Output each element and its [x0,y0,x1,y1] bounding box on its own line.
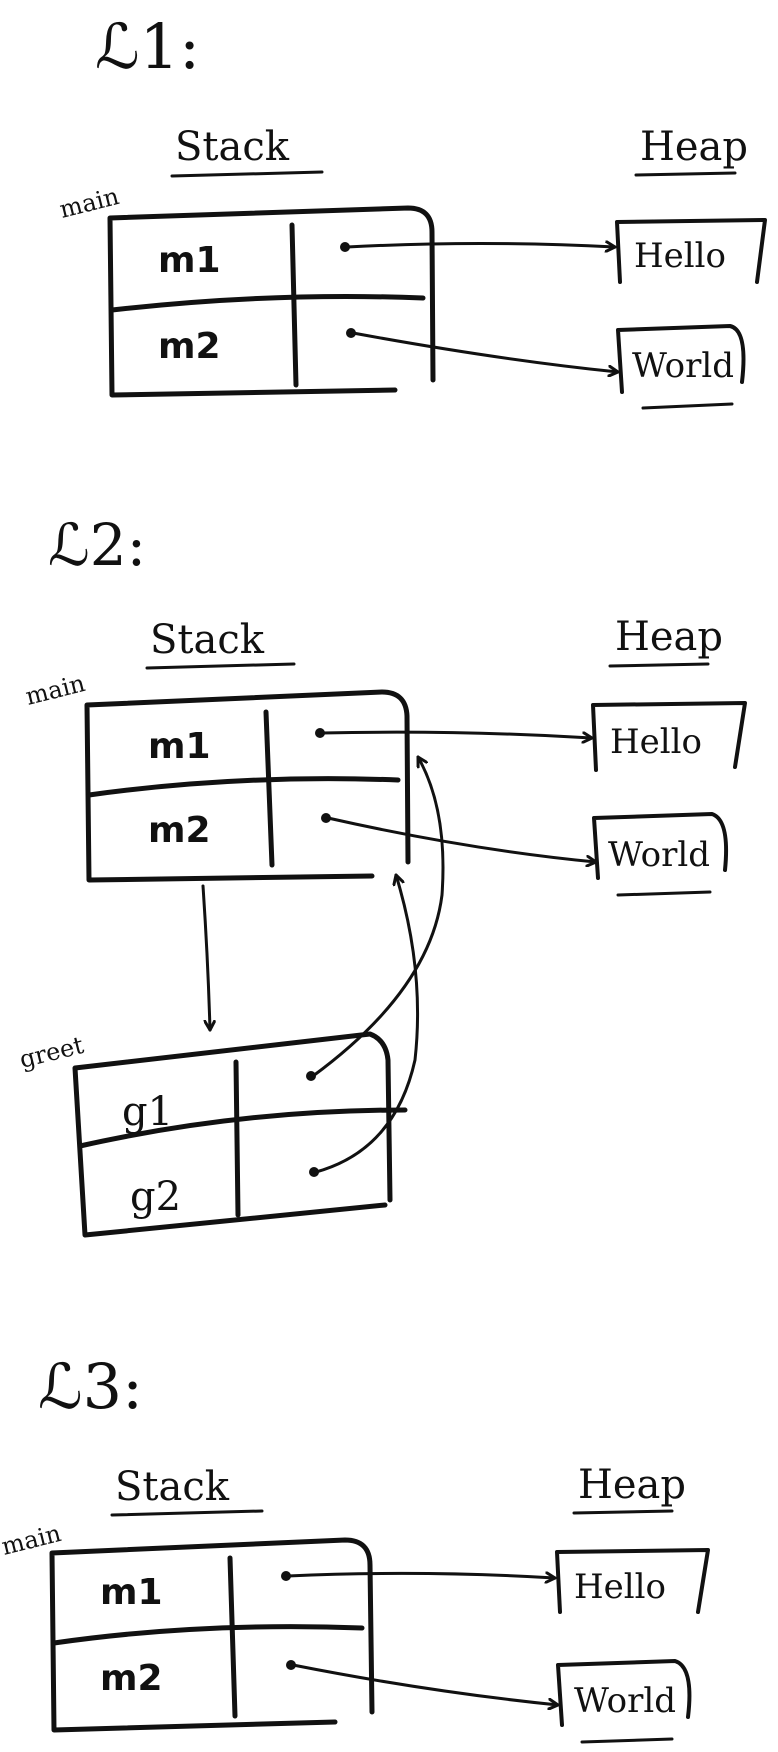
heap-object-box [591,701,747,772]
pointer-dot [315,728,325,738]
section-1-label: ℒ1: [95,10,200,83]
section-1-stack-underline [170,170,324,178]
pointer-arrow [326,816,598,862]
heap-object-hello: Hello [574,1567,666,1607]
section-2-label: ℒ2: [48,511,146,579]
alias-arrow [314,873,420,1174]
section-3-label: ℒ3: [38,1350,143,1423]
var-m2: m2 [158,326,221,367]
section-3: ℒ3: Stack Heap main m1 m2 Hello World [0,1350,710,1744]
section-2-greet-box [72,1031,393,1238]
section-2-heap-underline [608,662,710,668]
section-1-heap: Hello World [615,218,767,410]
section-2: ℒ2: Stack Heap main m1 m2 greet g1 g2 [17,511,747,1238]
section-2-stack-frame-main: m1 m2 [84,689,411,883]
var-g2: g2 [130,1174,181,1220]
heap-object-world: World [608,835,710,875]
section-2-col-divider [263,709,275,868]
heap-object-hello: Hello [634,236,726,276]
section-2-stack-title: Stack [150,617,265,663]
pointer-arrow [286,1573,557,1578]
var-m2: m2 [148,810,211,851]
pointer-dot [286,1660,296,1670]
section-2-heap: Hello World [591,701,747,897]
section-2-greet-col-divider [233,1059,241,1218]
section-1-row-divider [109,294,426,313]
section-3-heap-underline [572,1509,674,1515]
section-3-stack-title: Stack [115,1464,230,1510]
section-3-col-divider [227,1555,238,1719]
section-1-stack-frame-main: m1 m2 [107,205,436,398]
section-1-stack-title: Stack [175,124,290,170]
pointer-dot [346,328,356,338]
var-m1: m1 [148,726,211,767]
section-2-stack-underline [145,662,296,670]
pointer-dot [281,1571,291,1581]
alias-arrow [311,755,445,1078]
pointer-dot [306,1071,316,1081]
section-1-heap-underline [634,171,737,177]
section-1-col-divider [289,222,299,388]
pointer-dot [340,242,350,252]
section-3-heap-title: Heap [578,1462,686,1508]
var-m1: m1 [100,1572,163,1613]
section-2-frame-main-label: main [23,669,88,711]
pointer-arrow [320,730,594,738]
heap-object-box [592,812,729,880]
pointer-dot [321,813,331,823]
section-1: ℒ1: Stack Heap main m1 m2 Hello World [57,10,767,410]
pointer-arrow [351,331,620,372]
section-3-frame-box [49,1537,375,1733]
section-2-greet-row-divider [77,1107,408,1149]
pointer-arrow [345,244,617,248]
var-m1: m1 [158,240,221,281]
heap-object-box [555,1548,710,1614]
heap-object-world: World [574,1681,676,1721]
heap-object-hello: Hello [610,722,702,762]
heap-object-underline [616,890,712,897]
section-3-stack-frame-main: m1 m2 [49,1537,375,1733]
section-3-heap: Hello World [555,1548,710,1744]
var-m2: m2 [100,1658,163,1699]
section-2-frame-box [84,689,411,883]
var-g1: g1 [122,1089,173,1135]
section-1-frame-box [107,205,436,398]
pointer-dot [309,1167,319,1177]
pointer-arrow [291,1663,560,1705]
section-2-heap-title: Heap [615,614,723,660]
section-3-stack-underline [110,1509,264,1517]
section-2-stack-frame-greet: g1 g2 [72,1031,408,1238]
section-2-row-divider [86,776,401,798]
heap-object-box [615,218,767,284]
section-3-row-divider [51,1624,365,1646]
heap-object-underline [641,402,734,410]
call-arrow [201,884,210,1032]
heap-object-world: World [632,346,734,386]
heap-object-box [616,324,746,394]
section-1-heap-title: Heap [640,124,748,170]
heap-object-underline [580,1737,674,1744]
heap-object-box [556,1659,692,1727]
